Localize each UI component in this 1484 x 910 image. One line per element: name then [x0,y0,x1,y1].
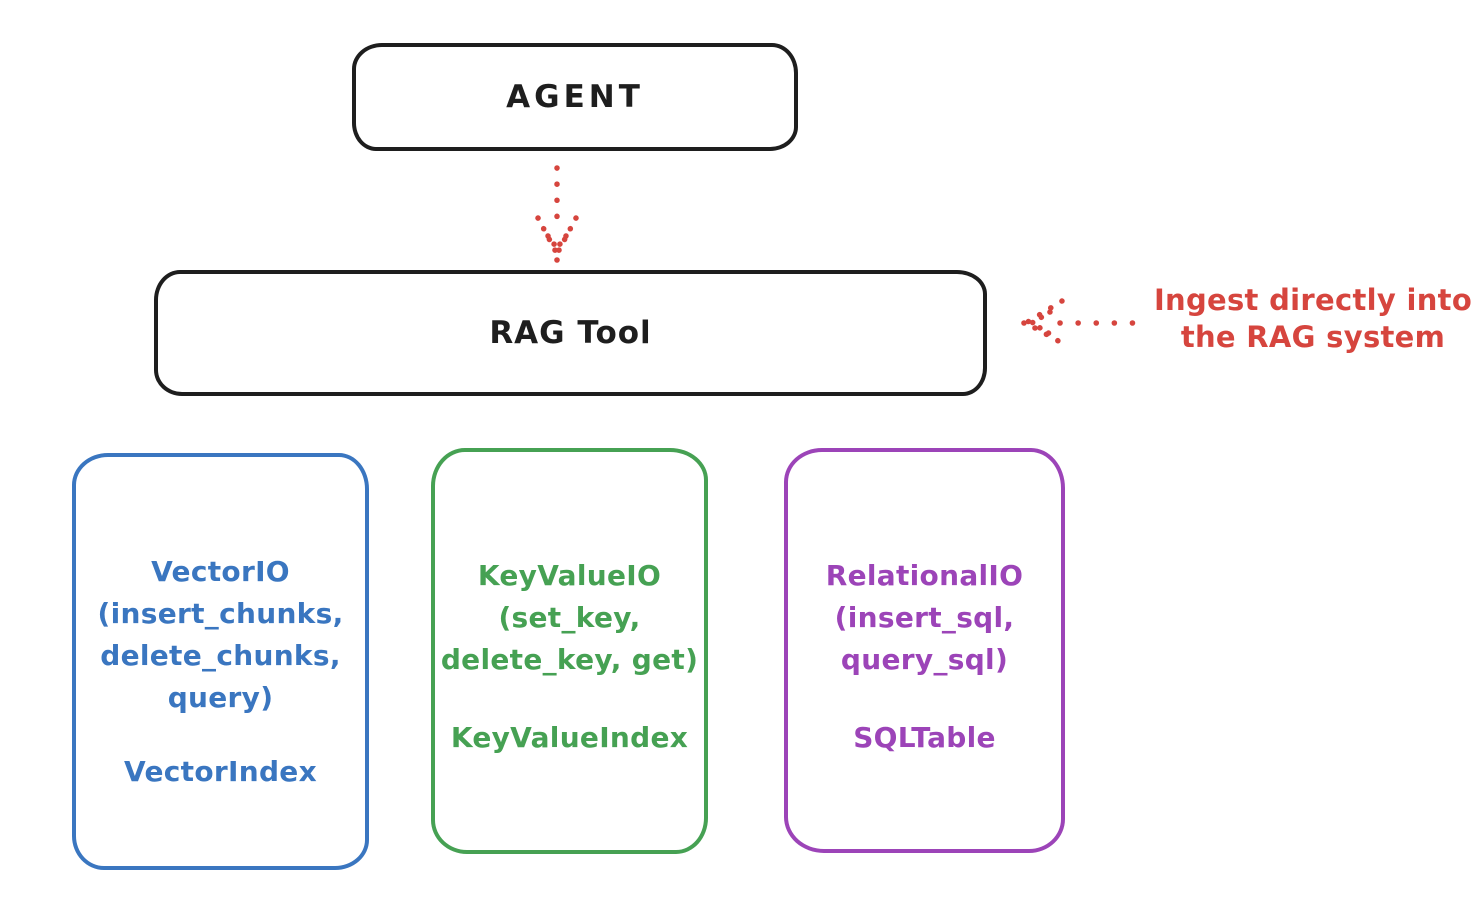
rag-tool-node: RAG Tool [154,270,987,396]
ingest-annotation-line2: the RAG system [1180,320,1446,354]
relational-io-title: RelationalIO [825,559,1024,592]
ingest-annotation: Ingest directly into the RAG system [1138,282,1484,356]
vector-io-methods-line1: (insert_chunks, [97,597,344,630]
rag-tool-label: RAG Tool [489,315,652,351]
vector-io-node: VectorIO (insert_chunks, delete_chunks, … [72,453,369,870]
ingest-annotation-line1: Ingest directly into [1153,283,1473,317]
relational-io-text: RelationalIO (insert_sql, query_sql) SQL… [788,452,1061,849]
sql-table-label: SQLTable [853,721,996,754]
keyvalue-io-title: KeyValueIO [477,559,662,592]
vector-io-text: VectorIO (insert_chunks, delete_chunks, … [76,457,365,866]
relational-io-methods-line2: query_sql) [840,643,1009,676]
vector-io-methods-line3: query) [167,681,274,714]
vector-index-label: VectorIndex [124,755,317,788]
dotted-arrow-down-icon [535,165,579,263]
keyvalue-io-node: KeyValueIO (set_key, delete_key, get) Ke… [431,448,708,854]
keyvalue-io-methods-line1: (set_key, [498,601,641,634]
keyvalue-io-methods-line2: delete_key, get) [440,643,699,676]
relational-io-node: RelationalIO (insert_sql, query_sql) SQL… [784,448,1065,853]
keyvalue-index-label: KeyValueIndex [450,721,689,754]
dotted-arrow-left-icon [1020,298,1153,346]
vector-io-methods-line2: delete_chunks, [100,639,341,672]
agent-label: AGENT [506,79,644,115]
keyvalue-io-text: KeyValueIO (set_key, delete_key, get) Ke… [435,452,704,850]
vector-io-title: VectorIO [151,555,290,588]
relational-io-methods-line1: (insert_sql, [834,601,1015,634]
agent-node: AGENT [352,43,798,151]
